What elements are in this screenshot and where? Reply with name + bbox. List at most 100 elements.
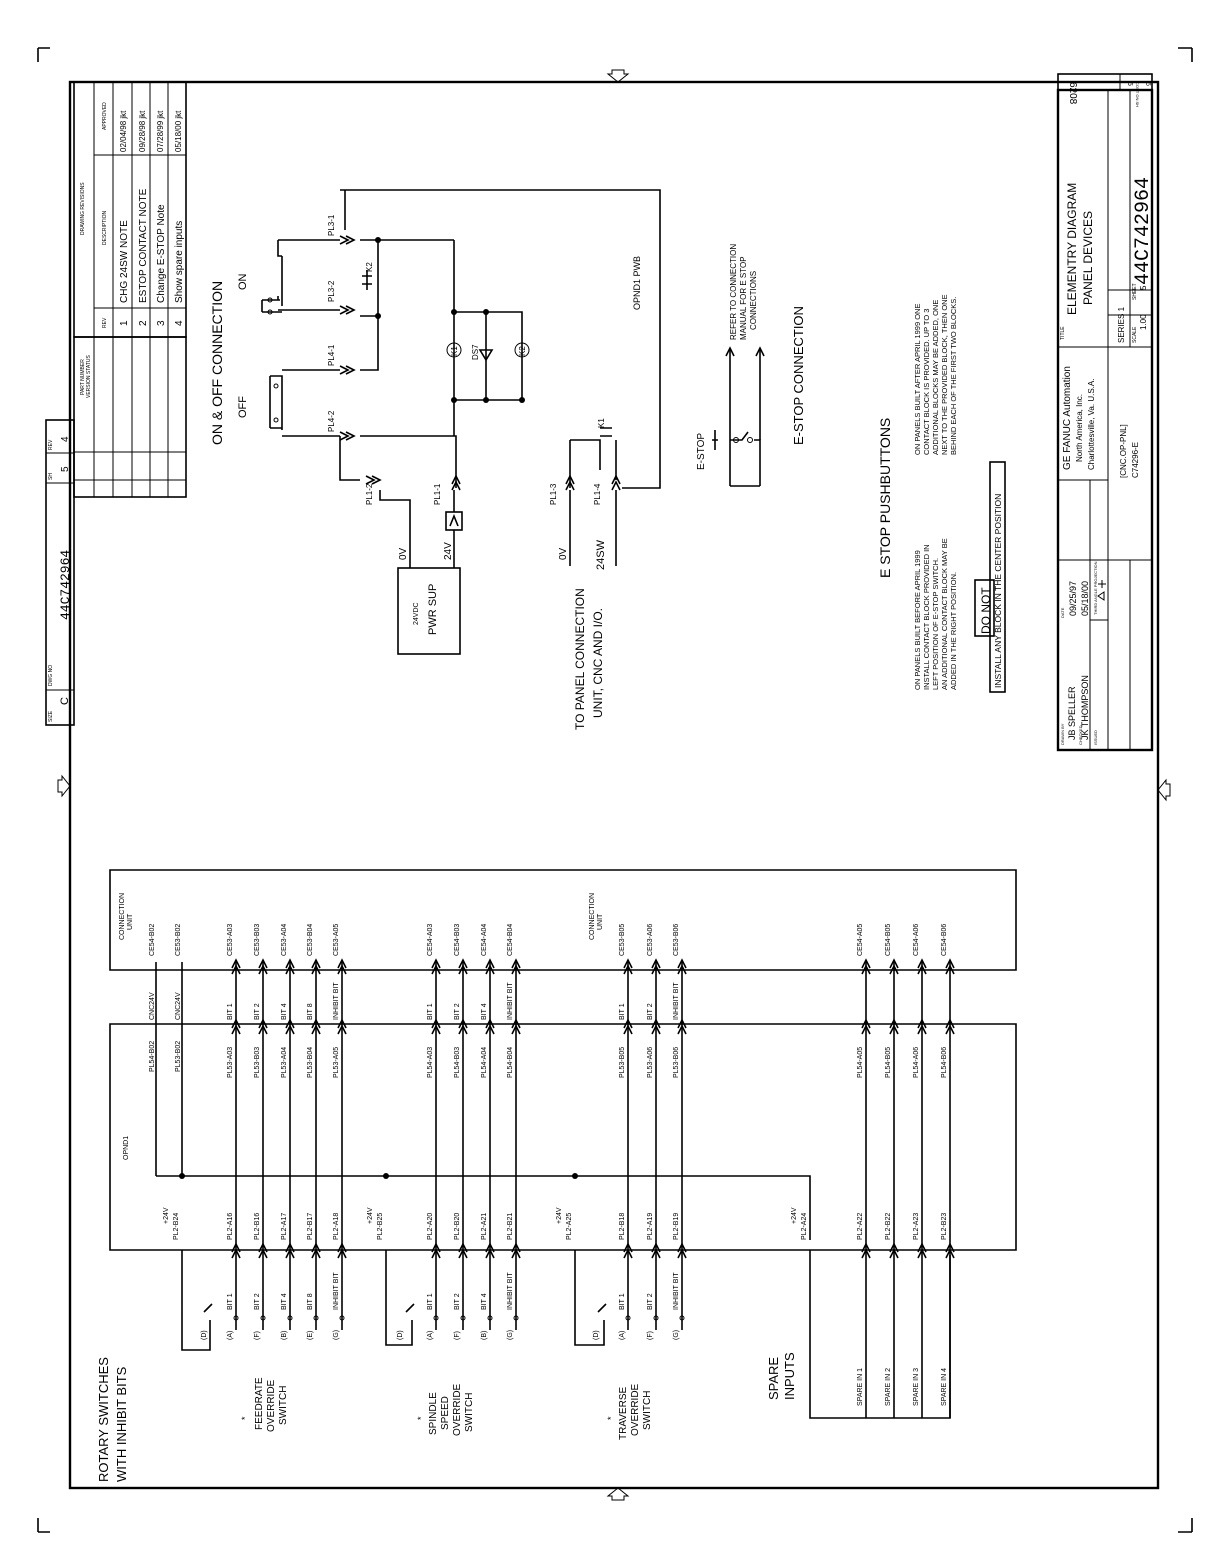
spindle-ce-label-3: CE54-B04 [507,924,514,956]
feed-letter-3: (E) [307,1331,314,1340]
opnd1-pwb-label: OPND1 PWB [632,256,642,310]
on-off-title: ON & OFF CONNECTION [209,281,225,445]
checked-label: CHECKED [1078,725,1083,745]
feed-ce-label-2: CE53-A04 [281,924,288,956]
feed-letter-2: (B) [281,1331,288,1340]
cnc24v-b: CNC24V [175,992,182,1020]
spindle-bit-top-3: INHIBIT BIT [507,982,514,1020]
feed-pl5-label-2: PL53-A04 [281,1047,288,1078]
spare-pl5-label-1: PL54-B05 [885,1047,892,1078]
feed-ce-arrow-0 [231,958,241,975]
feed-pl5-arrow-0 [231,1018,241,1035]
traverse-sw-2: OVERRIDE [630,1383,641,1436]
pl1-2-label: PL1-2 [365,483,374,505]
traverse-bit-top-2: INHIBIT BIT [673,982,680,1020]
spindle-ce-label-0: CE54-A03 [427,924,434,956]
feed-bit-top-4: INHIBIT BIT [333,982,340,1020]
dwg-no-label: DWG NO [48,665,54,686]
pb-left-line1: ON PANELS BUILT BEFORE APRIL 1999 [913,550,922,690]
spare-pl2-label-1: PL2-B22 [885,1213,892,1240]
feed-star: * [240,1416,250,1420]
feed-bit-top-2: BIT 4 [281,1003,288,1020]
spindle-pl2-label-3: PL2-B21 [507,1213,514,1240]
traverse-contact-2 [679,1315,685,1321]
traverse-bit-top-0: BIT 1 [619,1003,626,1020]
size-label: SIZE [48,710,54,722]
estop-label: E-STOP [696,433,707,470]
traverse-pl2-label-0: PL2-B18 [619,1213,626,1240]
rev-row-4-rev: 4 [174,320,185,326]
spare-pl5-arrow-3 [945,1018,955,1035]
pl3-2-label: PL3-2 [327,280,336,302]
title-block: TITLE ELEMENTRY DIAGRAM PANEL DEVICES SE… [1056,88,1155,752]
spindle-pl5-arrow-0 [431,1018,441,1035]
spare-pl5-arrow-0 [861,1018,871,1035]
rev-label: REV [48,439,54,450]
traverse-letter-2: (G) [673,1330,680,1340]
on-off-connection: ON & OFF CONNECTION ON OFF [209,189,661,730]
to-panel-line2: UNIT, CNC AND I/O. [591,608,605,718]
estop-connection: E-STOP REFER TO CONNECTION MANUAL FOR E … [696,244,806,487]
traverse-ce-arrow-1 [651,958,661,975]
on-label: ON [237,273,249,290]
spare-ce-arrow-1 [889,958,899,975]
feed-pl2-arrow-4 [337,1242,347,1259]
drawn-label: DRAWN BY [1060,723,1065,745]
feed-ce-arrow-2 [285,958,295,975]
spindle-pl2-arrow-0 [431,1242,441,1259]
spare-pwr-label: PL2-A24 [801,1213,808,1240]
rev-col-header: REV [102,317,108,328]
feed-pl2-arrow-3 [311,1242,321,1259]
traverse-pl2-arrow-2 [677,1242,687,1259]
spare-spare-label-2: SPARE IN 3 [913,1368,920,1406]
feed-letter-0: (A) [227,1331,234,1340]
spindle-pl5-label-3: PL54-B04 [507,1047,514,1078]
traverse-ce-arrow-0 [623,958,633,975]
spindle-pl2-label-1: PL2-B20 [454,1213,461,1240]
feed-letter-4: (G) [333,1330,340,1340]
sw24-label: 24SW [595,539,607,570]
spindle-sw-1: SPINDLE [428,1392,439,1435]
spindle-pl2-label-2: PL2-A21 [481,1213,488,1240]
feed-pl5-label-1: PL53-B03 [254,1047,261,1078]
file-code-2: C74296-E [1131,442,1140,478]
spare-title-1: SPARE [766,1357,781,1400]
spare-spare-label-1: SPARE IN 2 [885,1368,892,1406]
off-label: OFF [237,396,249,418]
spindle-pl5-arrow-1 [458,1018,468,1035]
feed-bit-top-3: BIT 8 [307,1003,314,1020]
issued-label: ISSUED [1093,730,1098,745]
spindle-pl2-arrow-2 [485,1242,495,1259]
psu-rating: 24VDC [413,602,420,625]
feed-pl5-arrow-4 [337,1018,347,1035]
estop-note-2: MANUAL FOR E STOP [739,256,748,340]
feed-contact-4 [339,1315,345,1321]
spare-pl2-arrow-0 [861,1242,871,1259]
spare-pl2-label-2: PL2-A23 [913,1213,920,1240]
feed-pl5-arrow-1 [258,1018,268,1035]
spindle-pl2-arrow-3 [511,1242,521,1259]
spindle-bit-bottom-1: BIT 2 [454,1293,461,1310]
pl53-b02: PL53-B02 [175,1041,182,1072]
feed-bit-bottom-0: BIT 1 [227,1293,234,1310]
feed-bit-top-0: BIT 1 [227,1003,234,1020]
spindle-pl5-label-0: PL54-A03 [427,1047,434,1078]
revision-table: DRAWING REVISIONS REV DESCRIPTION APPROV… [73,81,187,338]
title-line-2: PANEL DEVICES [1081,211,1095,305]
k2-contact-label: K2 [365,262,374,272]
cont-value-top: 6 [1144,82,1151,86]
spindle-bit-top-2: BIT 4 [481,1003,488,1020]
pl3-1-label: PL3-1 [327,214,336,236]
feed-bit-bottom-2: BIT 4 [281,1293,288,1310]
pb-left-line5: ADDED IN THE RIGHT POSITION. [949,572,958,690]
feed-bit-bottom-3: BIT 8 [307,1293,314,1310]
feed-pl2-arrow-2 [285,1242,295,1259]
rev-row-1-desc: CHG 24SW NOTE [119,220,130,303]
traverse-pwr-label: PL2-A25 [566,1213,573,1240]
feed-ce-arrow-1 [258,958,268,975]
dwg-number-strip: SIZE C DWG NO 44C742964 SH 5 REV 4 [45,419,75,726]
series-label: SERIES 1 [1117,306,1126,343]
spindle-contact-1 [460,1315,466,1321]
pl4-2-label: PL4-2 [327,410,336,432]
spare-p24: +24V [791,1207,798,1224]
